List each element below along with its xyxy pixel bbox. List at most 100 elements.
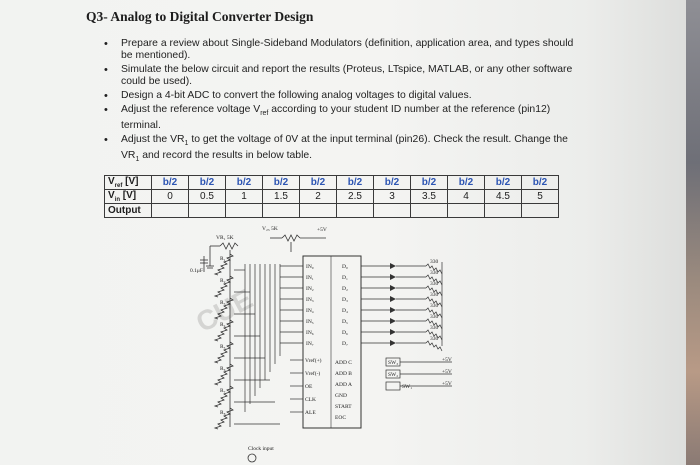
adc-input-pin: IN₆ (306, 330, 314, 336)
adc-input-pin: IN₁ (306, 275, 314, 281)
task-item-2: Simulate the below circuit and report th… (104, 64, 574, 89)
ladder-resistor (213, 407, 234, 430)
vin-cell: 4.5 (484, 189, 522, 204)
vref-cell: b/2 (188, 175, 226, 190)
resistor-value: 330 (430, 336, 439, 342)
resistor-label: R₆ (220, 366, 226, 372)
vin-cell: 5 (521, 189, 559, 204)
vref-cell: b/2 (151, 175, 189, 190)
led-icon (390, 296, 396, 302)
task-item-3: Design a 4-bit ADC to convert the follow… (104, 90, 574, 103)
adc-results-table: Vref [V] b/2 b/2 b/2 b/2 b/2 b/2 b/2 b/2… (104, 175, 559, 218)
vr2-label: V₂₅ 5K (262, 226, 278, 232)
resistor-value: 330 (430, 325, 439, 331)
led-array (390, 262, 443, 352)
output-cell (336, 203, 374, 218)
supply-label: +5V (317, 227, 327, 233)
bus-lines (244, 264, 281, 412)
vref-cell: b/2 (521, 175, 559, 190)
adc-output-pin: D₅ (342, 319, 348, 325)
resistor-value: 330 (430, 303, 439, 309)
vref-cell: b/2 (225, 175, 263, 190)
resistor-label: R₄ (220, 322, 226, 328)
switch-label: SW₃ (388, 360, 398, 366)
adc0808-chip (302, 255, 362, 429)
ladder-resistor (213, 341, 234, 364)
vin-cell: 4 (447, 189, 485, 204)
adc-input-pin: IN₃ (306, 297, 314, 303)
adc-output-pin: D₄ (342, 308, 348, 314)
supply-tap-label: +5V (442, 369, 452, 375)
vin-cell: 0.5 (188, 189, 226, 204)
adc-control-pin: Vref(+) (305, 357, 322, 364)
cap-label: 0.1μF (190, 268, 203, 274)
task-item-5: Adjust the VR1 to get the voltage of 0V … (104, 134, 574, 167)
adc-control-pin: OE (305, 384, 313, 390)
adc-input-pin: IN₂ (306, 286, 314, 292)
resistor-label: R₁ (220, 256, 226, 262)
ladder-resistor (213, 319, 234, 342)
output-cell (410, 203, 448, 218)
supply-tap-label: +5V (442, 357, 452, 363)
led-icon (390, 329, 396, 335)
led-icon (390, 274, 396, 280)
resistor-value: 330 (430, 270, 439, 276)
resistor-value: 330 (430, 292, 439, 298)
ladder-resistor (213, 297, 234, 320)
adc-output-pin: D₁ (342, 275, 348, 281)
led-icon (390, 340, 396, 346)
task-list: Prepare a review about Single-Sideband M… (104, 38, 574, 168)
output-cell (151, 203, 189, 218)
led-resistor (425, 285, 443, 297)
vref-cell: b/2 (373, 175, 411, 190)
adc-input-pin: IN₄ (306, 308, 314, 314)
adc-output-pin: D₂ (342, 286, 348, 292)
table-row-vref: Vref [V] b/2 b/2 b/2 b/2 b/2 b/2 b/2 b/2… (104, 175, 559, 190)
vref-cell: b/2 (299, 175, 337, 190)
resistor-label: R₈ (220, 410, 226, 416)
vref-header: Vref [V] (104, 175, 152, 190)
led-icon (390, 318, 396, 324)
led-resistor (425, 329, 443, 341)
ladder-resistor (213, 275, 234, 298)
adc-input-pin: IN₅ (306, 319, 314, 325)
vin-cell: 1.5 (262, 189, 300, 204)
resistor-label: R₃ (220, 300, 226, 306)
switch-label: SW₁ (402, 384, 412, 390)
adc-address-pin: GND (335, 393, 347, 399)
adc-output-pin: D₆ (342, 330, 348, 336)
adc-output-pin: D₃ (342, 297, 348, 303)
resistor-label: R₇ (220, 388, 226, 394)
led-resistor (425, 340, 443, 352)
output-header: Output (104, 203, 152, 218)
adc-control-pin: CLK (305, 397, 316, 403)
adc-output-pin: D₀ (342, 264, 348, 270)
led-icon (390, 285, 396, 291)
table-row-output: Output (104, 203, 559, 218)
output-cell (484, 203, 522, 218)
adc-address-pin: ADD B (335, 371, 352, 377)
desk-background (686, 0, 700, 465)
adc-address-pin: START (335, 404, 352, 410)
vref-cell: b/2 (262, 175, 300, 190)
clock-label: Clock input (248, 446, 274, 452)
adc-address-pin: ADD A (335, 382, 352, 388)
vin-cell: 2 (299, 189, 337, 204)
vref-cell: b/2 (410, 175, 448, 190)
resistor-label: R₅ (220, 344, 226, 350)
vin-cell: 3 (373, 189, 411, 204)
ladder-resistor (213, 253, 234, 276)
vref-cell: b/2 (447, 175, 485, 190)
switch-label: SW₂ (388, 372, 398, 378)
led-resistor (425, 318, 443, 330)
adc-control-pin: Vref(-) (305, 370, 320, 377)
ladder-resistor (213, 385, 234, 408)
vref-cell: b/2 (336, 175, 374, 190)
vref-cell: b/2 (484, 175, 522, 190)
table-row-vin: Vin [V] 0 0.5 1 1.5 2 2.5 3 3.5 4 4.5 5 (104, 189, 559, 204)
resistor-value: 330 (430, 259, 439, 265)
